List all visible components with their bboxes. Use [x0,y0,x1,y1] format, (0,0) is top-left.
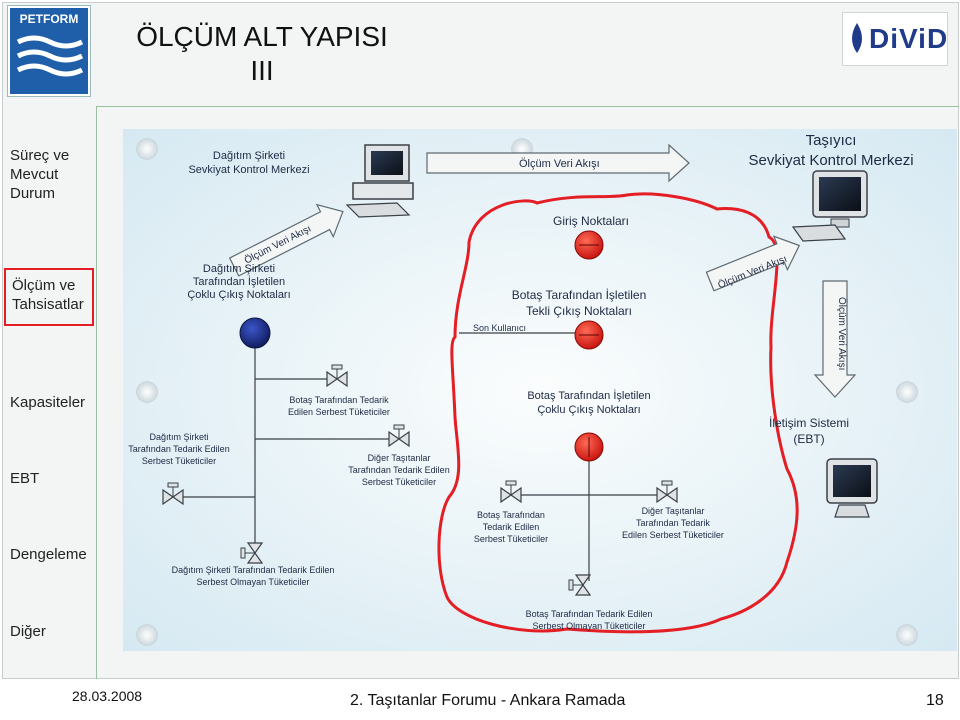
label-diger-right-2: Tarafından Tedarik [636,518,710,528]
arrow-olcum-veri-akisi-down [813,280,857,398]
label-botas-coklu-2: Çoklu Çıkış Noktaları [537,404,640,416]
label-dagitim-merkezi-1: Dağıtım Şirketi [213,150,285,162]
measurement-diagram: Ölçüm Veri Akışı Ölçüm Veri Akışı Ölçüm … [96,106,959,679]
label-son-kullanici: Son Kullanıcı [473,323,526,333]
meter-dagitim-coklu [239,317,271,349]
label-botas-coklu-1: Botaş Tarafından İşletilen [527,389,650,402]
decor-dot [896,624,918,646]
computer-icon-tasiyici [791,170,868,242]
nav-item-kapasiteler[interactable]: Kapasiteler [10,393,85,412]
label-diger-right-1: Diğer Taşıtanlar [642,506,705,516]
petform-logo-text: PETFORM [19,12,79,26]
footer-event: 2. Taşıtanlar Forumu - Ankara Ramada [350,692,626,709]
divid-logo: DiViD [842,12,948,66]
label-tasiyici-1: Taşıyıcı [806,132,857,149]
nav-item-ebt[interactable]: EBT [10,469,39,488]
label-dagitim-serbest-olmayan-2: Serbest Olmayan Tüketiciler [197,577,310,587]
decor-dot [136,381,158,403]
label-dagitim-tedarik-2: Tarafından Tedarik Edilen [128,444,229,454]
decor-dot [136,624,158,646]
page-title: ÖLÇÜM ALT YAPISI III [112,20,412,88]
title-line-2: III [250,55,274,86]
label-dagitim-serbest-olmayan-1: Dağıtım Şirketi Tarafından Tedarik Edile… [172,565,335,575]
label-dagitim-tedarik-3: Serbest Tüketiciler [142,456,216,466]
label-dagitim-tedarik-1: Dağıtım Şirketi [149,432,208,442]
label-botas-tedarik-right-2: Tedarik Edilen [483,522,540,532]
nav-label: Diğer [10,623,46,640]
nav-item-surec[interactable]: Süreç ve Mevcut Durum [10,146,69,203]
nav-label: EBT [10,470,40,487]
label-botas-tekli-2: Tekli Çıkış Noktaları [526,304,632,318]
label-botas-tedarik-1: Botaş Tarafından Tedarik [289,395,389,405]
valve-icon [162,482,184,506]
arrow-olcum-veri-akisi-top [426,143,690,183]
label-tasiyici-2: Sevkiyat Kontrol Merkezi [748,152,913,169]
nav-label: Mevcut [10,166,59,183]
label-dagitim-merkezi-2: Sevkiyat Kontrol Merkezi [188,164,309,176]
label-dagitim-coklu-2: Tarafından İşletilen [193,275,285,288]
label-diger-left-3: Serbest Tüketiciler [362,477,436,487]
arrow-label-down: Ölçüm Veri Akışı [836,297,848,370]
nav-item-diger[interactable]: Diğer [10,622,46,641]
right-pipeline [459,332,667,581]
label-iletisim-1: İletişim Sistemi [769,416,849,430]
divid-logo-text: DiViD [869,23,949,54]
petform-logo: PETFORM [8,6,90,96]
decor-dot [136,138,158,160]
label-botas-serbest-olmayan-1: Botaş Tarafından Tedarik Edilen [526,609,653,619]
valve-icon [500,480,522,504]
nav-label: Kapasiteler [10,394,86,411]
nav-label: Tahsisatlar [12,296,84,313]
page-number: 18 [926,692,944,709]
diagram-canvas: Ölçüm Veri Akışı Ölçüm Veri Akışı Ölçüm … [123,129,957,651]
valve-icon [568,574,592,596]
label-botas-tekli-1: Botaş Tarafından İşletilen [512,288,647,302]
decor-dot [896,381,918,403]
monitor-icon-ebt [826,458,878,518]
label-giris-noktalari: Giriş Noktaları [553,214,629,228]
petform-waves-icon [16,35,84,77]
label-botas-tedarik-right-1: Botaş Tarafından [477,510,545,520]
arrow-olcum-veri-akisi-left [228,203,344,277]
footer-date: 28.03.2008 [72,688,143,704]
label-dagitim-coklu-3: Çoklu Çıkış Noktaları [187,289,290,301]
nav-item-dengeleme[interactable]: Dengeleme [10,545,87,564]
valve-icon [388,424,410,448]
nav-label: Ölçüm ve [12,277,76,294]
divid-drop-icon [852,23,862,53]
valve-icon [326,364,348,388]
nav-label: Süreç ve [10,147,70,164]
valve-icon [656,480,678,504]
title-line-1: ÖLÇÜM ALT YAPISI [136,21,388,52]
label-botas-serbest-olmayan-2: Serbest Olmayan Tüketiciler [533,621,646,631]
nav-label: Durum [10,185,56,202]
label-botas-tedarik-2: Edilen Serbest Tüketiciler [288,407,390,417]
label-diger-left-2: Tarafından Tedarik Edilen [348,465,449,475]
label-botas-tedarik-right-3: Serbest Tüketiciler [474,534,548,544]
nav-item-olcum-active[interactable]: Ölçüm ve Tahsisatlar [4,268,94,326]
label-diger-right-3: Edilen Serbest Tüketiciler [622,530,724,540]
valve-icon [240,542,264,564]
red-region-outline [437,192,799,634]
nav-label: Dengeleme [10,546,87,563]
arrow-label-top: Ölçüm Veri Akışı [519,158,600,170]
computer-icon-dagitim [345,144,414,218]
label-iletisim-2: (EBT) [793,432,824,446]
label-dagitim-coklu-1: Dağıtım Şirketi [203,263,275,275]
arrow-olcum-veri-akisi-right [705,235,801,292]
label-diger-left-1: Diğer Taşıtanlar [368,453,431,463]
